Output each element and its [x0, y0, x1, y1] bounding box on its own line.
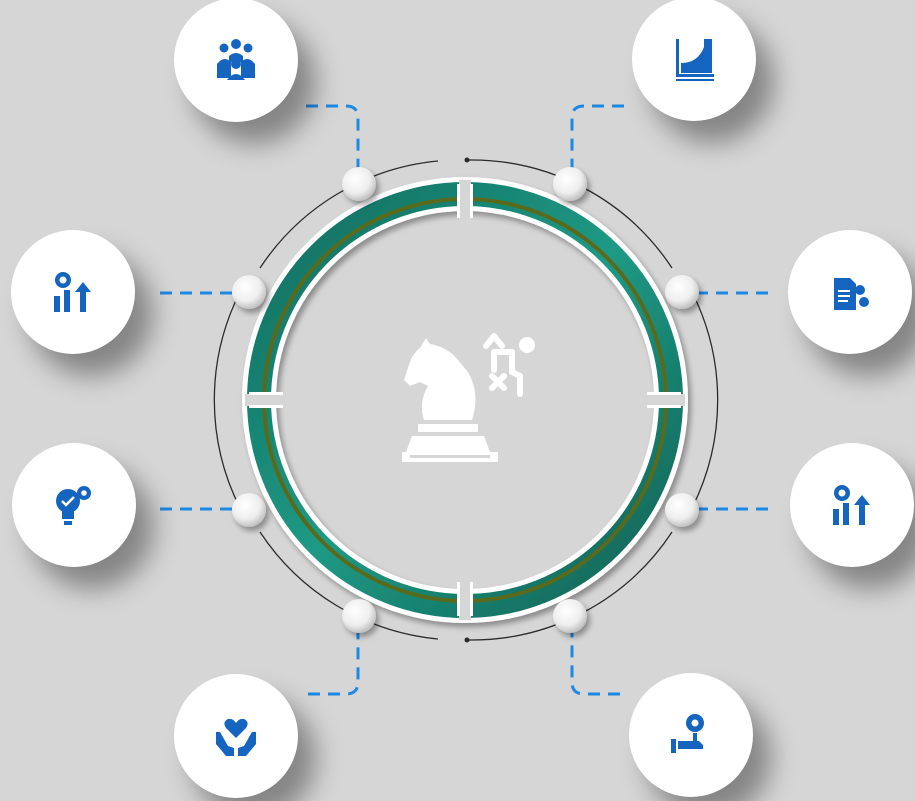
outer-arc-left — [213, 291, 241, 509]
ring-gap-bottom-edge — [470, 582, 473, 616]
lightbulb-gear-icon — [56, 486, 91, 525]
gear-bar-growth-icon — [54, 272, 91, 312]
connectors — [160, 104, 776, 696]
ring-gap-top-edge — [470, 184, 473, 218]
node-performance-growth-2[interactable] — [790, 443, 914, 567]
knob-bottom-left — [342, 599, 376, 633]
connector-bottom-right — [570, 628, 620, 696]
node-performance-growth[interactable] — [11, 230, 135, 354]
connector-top-right — [570, 104, 624, 172]
connector-top-left — [306, 104, 360, 172]
document-process-icon — [834, 278, 869, 310]
play-path — [491, 349, 523, 397]
growth-curve-chart-icon — [676, 39, 714, 81]
ring-gap-right — [643, 394, 685, 406]
node-document-process[interactable] — [788, 230, 912, 354]
ring-gap-left — [245, 394, 287, 406]
ring-gap-bottom-edge — [457, 582, 460, 616]
knight-base — [406, 436, 490, 452]
chess-knight-strategy-icon — [402, 333, 535, 462]
play-arrow-head — [483, 333, 505, 349]
node-idea[interactable] — [12, 443, 136, 567]
hand-target-offer-icon — [671, 714, 704, 753]
knob-top-left — [342, 167, 376, 201]
ring-gap-highlights — [249, 184, 681, 616]
knight-plinth-line — [410, 455, 490, 458]
gear-bar-growth-icon — [833, 485, 870, 525]
outer-arc-top — [259, 160, 439, 269]
orbit-dot-top — [464, 157, 470, 163]
node-target-offer[interactable] — [629, 673, 753, 797]
connector-bottom-left — [308, 628, 360, 696]
ring-gap-top-edge — [457, 184, 460, 218]
knob-mid-left-lower — [232, 493, 266, 527]
ring-gap-top — [459, 180, 471, 222]
knob-mid-right-lower — [665, 493, 699, 527]
knob-mid-right-upper — [665, 275, 699, 309]
ring-gap-bottom — [459, 578, 471, 620]
heart-hands-care-icon — [216, 718, 256, 756]
orbit-dot-bottom — [464, 637, 470, 643]
knob-bottom-right — [553, 599, 587, 633]
node-care[interactable] — [174, 674, 298, 798]
ring-gap-right-edge — [647, 405, 681, 408]
ring-gap-left-edge — [249, 392, 283, 395]
ring-gap-right-edge — [647, 392, 681, 395]
ring-gap-left-edge — [249, 405, 283, 408]
node-team[interactable] — [174, 0, 298, 122]
node-growth-curve[interactable] — [632, 0, 756, 121]
play-circle-marker — [519, 337, 535, 353]
play-x-2 — [489, 373, 507, 391]
outer-arc-bottom-left — [259, 531, 439, 640]
outer-arc-right — [691, 291, 719, 509]
ring-gaps — [245, 180, 685, 620]
team-people-icon — [217, 39, 255, 80]
knob-mid-left-upper — [232, 275, 266, 309]
knight-head — [404, 338, 476, 420]
knob-top-right — [553, 167, 587, 201]
knight-collar — [418, 424, 478, 432]
connector-knobs — [232, 167, 699, 633]
